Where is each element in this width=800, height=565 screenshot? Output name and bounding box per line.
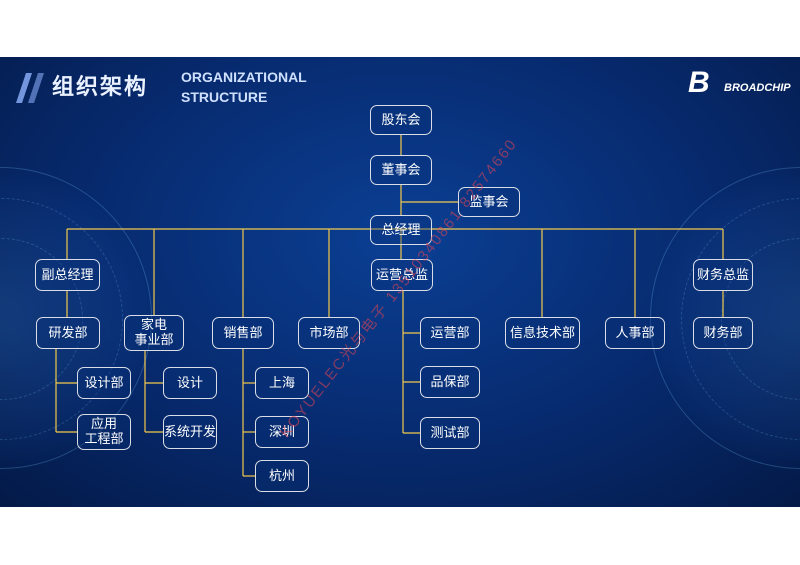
org-node-renshibu: 人事部 [605,317,665,349]
title-slash-icon [16,73,44,103]
org-node-yanfabu: 研发部 [36,317,100,349]
org-node-xiaoshoubu: 销售部 [212,317,274,349]
logo-mark: B [688,66,710,99]
org-node-jiadianshiyebu: 家电 事业部 [124,315,184,351]
org-node-shejibu: 设计部 [77,367,131,399]
org-node-shenzhen: 深圳 [255,416,309,448]
org-node-yunyingbu: 运营部 [420,317,480,349]
slide-background: 组织架构 ORGANIZATIONAL STRUCTURE B BROADCHI… [0,57,800,507]
org-node-pinbaobu: 品保部 [420,366,480,398]
org-node-dongshihui: 董事会 [370,155,432,185]
org-node-gudonghui: 股东会 [370,105,432,135]
org-node-shanghai: 上海 [255,367,309,399]
org-node-jianshihui: 监事会 [458,187,520,217]
org-node-hangzhou: 杭州 [255,460,309,492]
logo-text: BROADCHIP [724,82,791,94]
org-node-yunyingzongjian: 运营总监 [371,259,433,291]
org-node-xitongkaifa: 系统开发 [163,415,217,449]
page-title-english: ORGANIZATIONAL STRUCTURE [181,69,307,105]
page-title-chinese: 组织架构 [52,75,149,100]
org-node-shichangbu: 市场部 [298,317,360,349]
org-node-caiwuzongjian: 财务总监 [693,259,753,291]
org-node-sheji: 设计 [163,367,217,399]
org-node-yingyonggongchengbu: 应用 工程部 [77,414,131,450]
org-node-ceshibu: 测试部 [420,417,480,449]
org-node-zongjingli: 总经理 [370,215,432,245]
broadchip-logo: B BROADCHIP [688,66,793,102]
org-node-caiwubu: 财务部 [693,317,753,349]
org-chart-connectors [55,135,724,477]
org-node-fuzongjingli: 副总经理 [35,259,100,291]
org-node-xinxijishubu: 信息技术部 [505,317,580,349]
